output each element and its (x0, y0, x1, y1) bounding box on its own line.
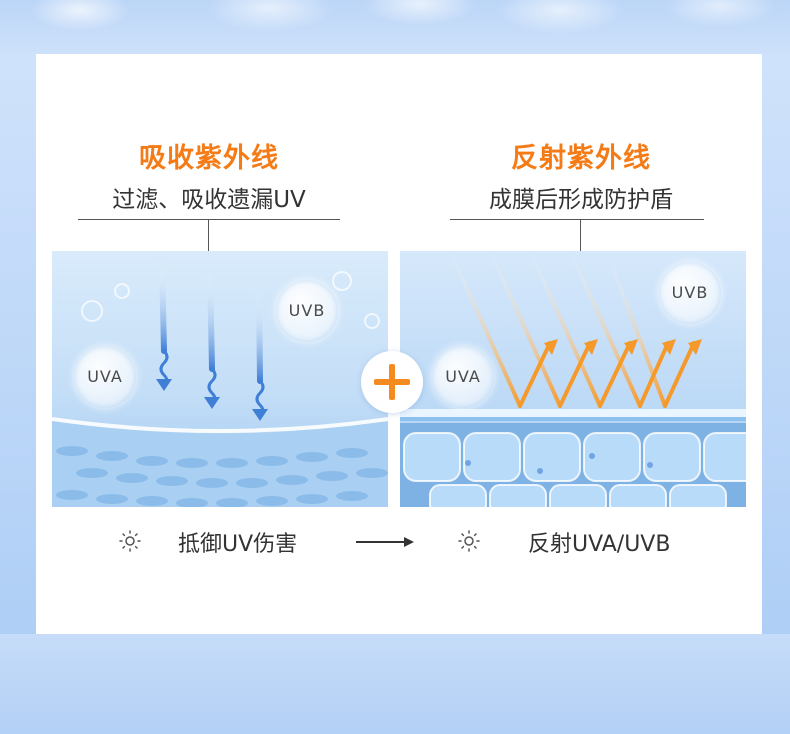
left-subheading: 过滤、吸收遗漏UV (112, 187, 306, 213)
right-pointer-line (580, 219, 581, 277)
sun-icon (119, 530, 141, 552)
bottom-background (0, 634, 790, 734)
top-bubble-decoration (0, 0, 790, 60)
left-uva-badge: UVA (74, 346, 136, 408)
left-uvb-badge: UVB (276, 280, 338, 342)
left-heading: 吸收紫外线 (139, 143, 279, 174)
right-uva-badge: UVA (432, 346, 494, 408)
reflect-illustration-graphic (400, 251, 746, 507)
sun-icon (458, 530, 480, 552)
right-uvb-badge: UVB (659, 262, 721, 324)
right-divider (450, 219, 704, 220)
arrow-right-head (404, 537, 414, 547)
right-heading: 反射紫外线 (511, 143, 651, 174)
left-divider (78, 219, 340, 220)
absorb-illustration-graphic (52, 258, 388, 507)
arrow-right-icon (356, 541, 406, 543)
absorb-illustration (52, 251, 388, 507)
plus-icon (361, 351, 423, 413)
left-caption: 抵御UV伤害 (178, 532, 298, 557)
left-pointer-line (208, 219, 209, 277)
right-caption: 反射UVA/UVB (528, 532, 671, 557)
right-subheading: 成膜后形成防护盾 (489, 187, 673, 213)
